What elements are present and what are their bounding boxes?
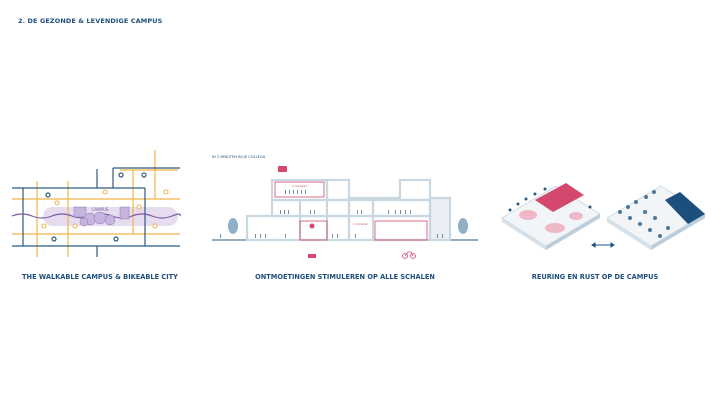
time-label-2: 2 minuten (353, 222, 368, 226)
bicycle-icon (402, 251, 416, 259)
bike-stop-icons (41, 189, 169, 229)
building-frame (245, 178, 452, 242)
coffee-icon (308, 254, 316, 258)
campus-building (535, 183, 584, 212)
caption-meetings: ONTMOETINGEN STIMULEREN OP ALLE SCHALEN (255, 273, 435, 281)
slide-title: 2. DE GEZONDE & LEVENDIGE CAMPUS (18, 17, 163, 25)
books-icon (278, 166, 287, 172)
campus-buildings (73, 206, 130, 227)
busy-campus-block (501, 183, 601, 250)
time-label-1: 2 minuten (292, 184, 307, 188)
caption-walkable-campus: THE WALKABLE CAMPUS & BIKEABLE CITY (22, 273, 178, 281)
people-figures (220, 190, 443, 238)
section-subtitle: IN 2 MINUTEN BIJ JE COLLEGA (212, 155, 266, 159)
meeting-zones (274, 181, 428, 241)
transit-stop-icons (45, 172, 147, 242)
location-pin-icon (309, 223, 315, 229)
double-arrow-icon (591, 242, 615, 248)
campus-label: CAMPUS (92, 207, 109, 212)
bike-routes (12, 150, 180, 257)
caption-busy-and-quiet: REURING EN RUST OP DE CAMPUS (531, 273, 659, 281)
lake (665, 192, 705, 224)
tree-icons (228, 218, 468, 234)
quiet-campus-block (606, 185, 706, 250)
walking-routes (12, 167, 180, 257)
